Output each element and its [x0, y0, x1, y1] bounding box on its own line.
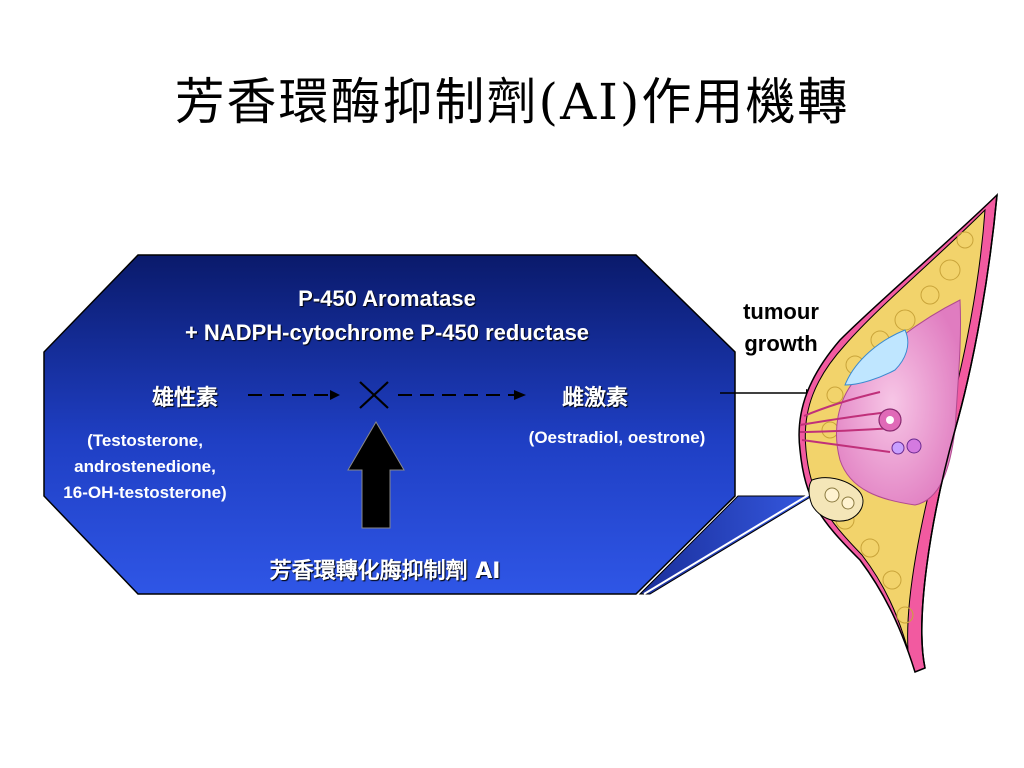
connector-edge-highlight: [643, 493, 811, 595]
enzyme-line-1: P-450 Aromatase: [298, 286, 476, 311]
product-detail: (Oestradiol, oestrone): [528, 428, 706, 447]
enzyme-name: P-450 Aromatase + NADPH-cytochrome P-450…: [138, 282, 636, 350]
inhibitor-label: 芳香環轉化脢抑制劑 AI: [269, 559, 501, 584]
enzyme-box: [43, 254, 736, 595]
substrate-detail: (Testosterone, androstenedione, 16-OH-te…: [30, 428, 260, 506]
product-label: 雌激素: [561, 386, 628, 411]
arrowhead-right-icon: [514, 390, 526, 400]
up-arrow-icon: [347, 421, 405, 529]
enzyme-line-2: + NADPH-cytochrome P-450 reductase: [184, 320, 590, 345]
tumour-line-2: growth: [744, 331, 818, 356]
substrate-detail-line-2: androstenedione,: [74, 457, 216, 476]
substrate-label: 雄性素: [151, 386, 218, 411]
substrate-detail-line-1: (Testosterone,: [87, 431, 203, 450]
x-mark-icon: [359, 381, 389, 409]
tumour-line-1: tumour: [743, 299, 819, 324]
substrate-detail-line-3: 16-OH-testosterone): [63, 483, 227, 502]
tumour-growth-label: tumour growth: [726, 296, 836, 360]
breast-cross-section-icon: [798, 193, 998, 673]
arrowhead-left-icon: [330, 390, 340, 400]
slide-title: 芳香環酶抑制劑(AI)作用機轉: [174, 73, 850, 131]
